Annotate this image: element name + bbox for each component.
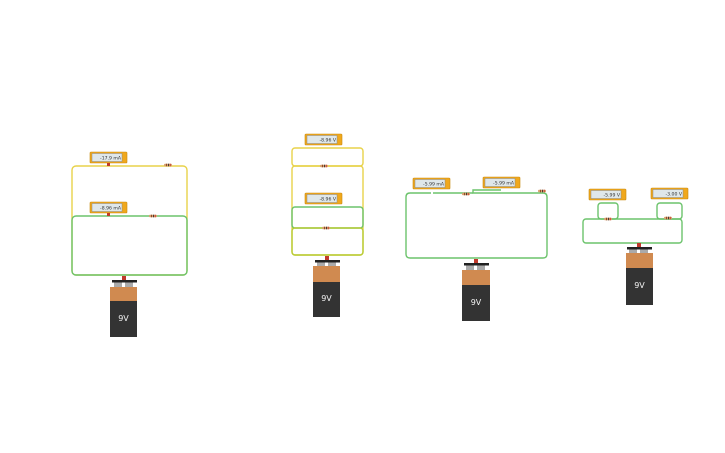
- meter-reading: -5.99 V: [604, 192, 621, 198]
- resistor[interactable]: [164, 163, 172, 167]
- circuit-2: -8.96 V -8.96 V 9V: [291, 133, 364, 317]
- wire-loop-top[interactable]: [71, 165, 188, 276]
- battery-9v[interactable]: 9V: [626, 243, 653, 305]
- wire-loop[interactable]: [291, 147, 364, 167]
- multimeter[interactable]: -8.96 mA: [89, 201, 128, 216]
- resistor[interactable]: [538, 189, 546, 193]
- wire-loop[interactable]: [597, 202, 619, 220]
- meter-reading: -8.96 mA: [100, 205, 122, 211]
- multimeter[interactable]: -8.96 V: [304, 192, 343, 205]
- battery-9v[interactable]: 9V: [462, 259, 490, 321]
- meter-reading: -5.99 mA: [493, 180, 515, 186]
- circuit-1: -17.9 mA -8.96 mA 9V: [71, 151, 188, 337]
- wire-loop[interactable]: [291, 165, 364, 256]
- resistor[interactable]: [322, 226, 330, 230]
- multimeter[interactable]: -5.99 V: [588, 188, 627, 201]
- battery-9v[interactable]: 9V: [313, 256, 340, 317]
- resistor[interactable]: [664, 216, 672, 220]
- meter-reading: -3.00 V: [666, 191, 683, 197]
- wire-loop[interactable]: [582, 218, 683, 244]
- battery-9v[interactable]: 9V: [110, 276, 137, 337]
- wire-loop[interactable]: [291, 227, 364, 256]
- battery-label: 9V: [634, 281, 645, 290]
- multimeter[interactable]: -5.99 mA: [412, 177, 451, 190]
- multimeter[interactable]: -8.96 V: [304, 133, 343, 146]
- battery-label: 9V: [471, 298, 482, 307]
- meter-reading: -8.96 V: [320, 137, 337, 143]
- resistor[interactable]: [320, 164, 328, 168]
- multimeter[interactable]: -3.00 V: [650, 187, 689, 200]
- meter-reading: -8.96 V: [320, 196, 337, 202]
- circuit-3: -5.99 mA -5.99 mA 9V: [405, 176, 548, 321]
- wire-loop-bottom[interactable]: [71, 215, 188, 276]
- resistor[interactable]: [149, 214, 157, 218]
- circuit-4: -5.99 V -3.00 V 9V: [582, 187, 689, 305]
- battery-label: 9V: [118, 314, 129, 323]
- wire-loop[interactable]: [291, 206, 364, 229]
- multimeter[interactable]: -17.9 mA: [89, 151, 128, 166]
- resistor[interactable]: [604, 217, 612, 221]
- wire-loop[interactable]: [656, 202, 683, 220]
- wire-loop[interactable]: [405, 189, 548, 259]
- multimeter[interactable]: -5.99 mA: [482, 176, 521, 189]
- resistor[interactable]: [462, 192, 470, 196]
- meter-reading: -5.99 mA: [423, 181, 445, 187]
- meter-reading: -17.9 mA: [100, 155, 122, 161]
- battery-label: 9V: [321, 294, 332, 303]
